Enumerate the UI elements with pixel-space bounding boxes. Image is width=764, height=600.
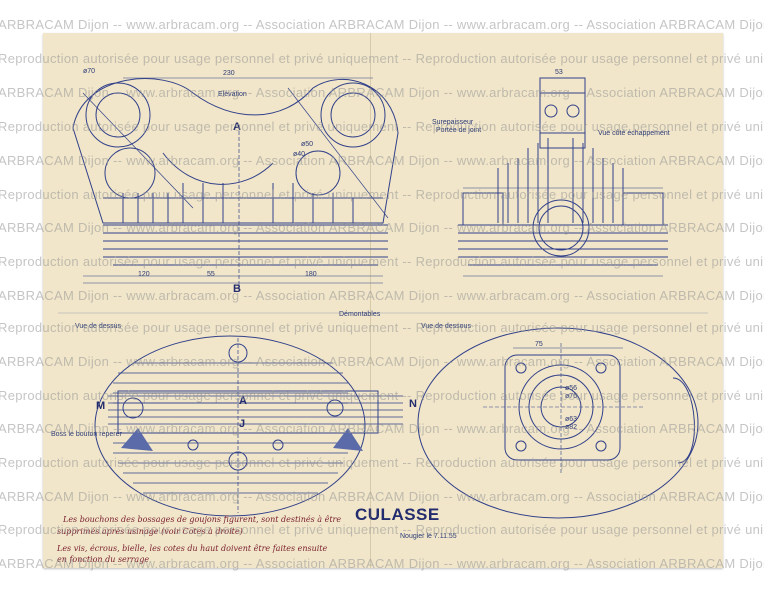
label-removable: Démontables <box>339 311 381 318</box>
dim-53: 53 <box>555 69 563 76</box>
dim-75: 75 <box>535 341 543 348</box>
watermark-line: ARBRACAM Dijon -- www.arbracam.org -- As… <box>0 17 764 32</box>
handwritten-note-line4: en fonction du serrage <box>57 555 150 564</box>
handwritten-note-line3: Les vis, écrous, bielle, les cotes du ha… <box>57 544 328 553</box>
label-elevation: Elévation <box>218 91 247 98</box>
section-mark-a-top: A <box>233 121 241 133</box>
section-mark-m: M <box>96 400 106 412</box>
dim-phi-63: ø63 <box>565 416 578 423</box>
dim-phi-50: ø50 <box>301 141 314 148</box>
dim-120: 120 <box>138 271 150 278</box>
dim-phi-82: ø82 <box>565 424 578 431</box>
handwritten-note-line1: Les bouchons des bossages de goujons fig… <box>63 515 342 524</box>
section-mark-b: B <box>233 283 241 295</box>
dim-phi-56: ø56 <box>565 385 578 392</box>
label-top-view-left: Vue de dessus <box>75 323 122 330</box>
dim-180: 180 <box>305 271 317 278</box>
handwritten-note-line2: supprimés après usinage (voir Cotes à dr… <box>57 527 243 536</box>
label-top-view-right: Vue de dessous <box>421 323 471 330</box>
note-spacer: Surepaisseur <box>432 119 474 126</box>
note-joint-face: Portée de joint <box>436 127 482 134</box>
dim-phi-70: ø70 <box>83 68 96 75</box>
exhaust-side-view <box>458 77 668 277</box>
elevation-view <box>72 77 399 291</box>
author-date: Nougier le 7.11.55 <box>400 533 457 540</box>
dim-230: 230 <box>223 70 235 77</box>
dim-phi-40: ø40 <box>293 151 306 158</box>
drawing-title: CULASSE <box>355 505 440 524</box>
top-view-left <box>94 335 403 517</box>
dim-phi-76: ø76 <box>565 393 578 400</box>
technical-drawing <box>58 77 708 519</box>
section-mark-a: A <box>239 395 247 407</box>
top-view-right <box>417 327 699 519</box>
section-mark-j: J <box>239 418 246 430</box>
dim-55: 55 <box>207 271 215 278</box>
drawing-sheet: Elévation 230 ø70 ø50 ø40 55 180 120 Sur… <box>43 33 723 568</box>
label-exhaust-side: Vue côté échappement <box>598 130 670 137</box>
note-rocker: Boss le bouton reperer <box>51 431 122 438</box>
section-mark-n: N <box>409 398 417 410</box>
